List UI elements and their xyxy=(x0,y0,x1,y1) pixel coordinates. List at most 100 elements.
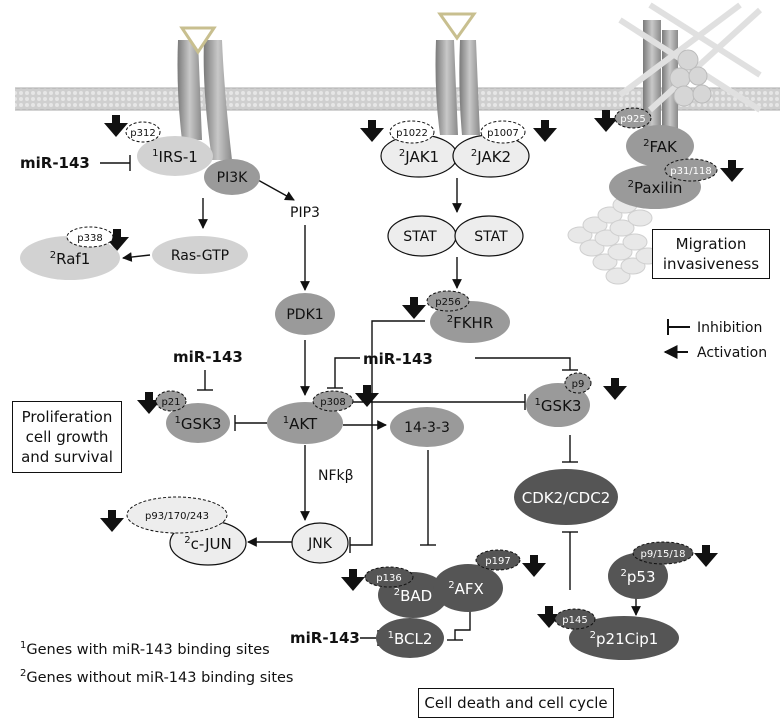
svg-text:p312: p312 xyxy=(130,128,155,139)
svg-text:1IRS-1: 1IRS-1 xyxy=(152,148,198,166)
node-jak1: 2JAK1 xyxy=(380,134,458,178)
mir-label-gsk3: miR-143 xyxy=(173,348,243,366)
label-pip3: PIP3 xyxy=(290,205,320,221)
site-fkhr: p256 xyxy=(426,290,470,312)
site-fak: p925 xyxy=(614,107,652,129)
svg-text:p136: p136 xyxy=(376,573,401,584)
svg-text:2Raf1: 2Raf1 xyxy=(50,250,90,268)
down-arrow-icon xyxy=(104,115,128,137)
integrin-complex xyxy=(567,2,763,285)
down-arrow-icon xyxy=(537,606,561,628)
site-jak2: p1007 xyxy=(480,120,526,144)
svg-text:JNK: JNK xyxy=(307,536,333,552)
svg-text:2JAK2: 2JAK2 xyxy=(471,148,511,166)
site-irs1: p312 xyxy=(125,121,161,143)
svg-text:p308: p308 xyxy=(320,397,345,408)
node-ras-gtp: Ras-GTP xyxy=(152,236,248,274)
node-irs1: 1IRS-1 xyxy=(137,136,213,176)
site-gsk3-right: p9 xyxy=(564,372,592,394)
svg-text:p93/170/243: p93/170/243 xyxy=(145,511,209,522)
svg-text:p9/15/18: p9/15/18 xyxy=(641,549,686,560)
down-arrow-icon xyxy=(105,229,129,251)
svg-text:p197: p197 xyxy=(485,556,510,567)
insulin-receptor xyxy=(177,26,232,160)
ligand-triangle-middle xyxy=(437,12,477,41)
svg-text:PDK1: PDK1 xyxy=(286,307,323,323)
svg-text:2p53: 2p53 xyxy=(621,568,656,586)
svg-text:2FAK: 2FAK xyxy=(643,138,678,156)
down-arrow-icon xyxy=(533,120,557,142)
svg-text:p1007: p1007 xyxy=(487,128,519,139)
down-arrow-icon xyxy=(360,120,384,142)
svg-text:STAT: STAT xyxy=(403,229,437,245)
node-fkhr: 2FKHR xyxy=(430,301,510,343)
mir-label-bcl2: miR-143 xyxy=(290,629,360,647)
down-arrow-icon xyxy=(603,378,627,400)
svg-text:p31/118: p31/118 xyxy=(670,166,712,177)
svg-text:p1022: p1022 xyxy=(396,128,428,139)
ligand-triangle-left xyxy=(179,26,217,55)
svg-text:1AKT: 1AKT xyxy=(283,415,318,433)
node-jnk: JNK xyxy=(291,522,349,564)
svg-text:2AFX: 2AFX xyxy=(448,580,484,598)
svg-text:p9: p9 xyxy=(572,379,585,390)
node-14-3-3: 14-3-3 xyxy=(390,407,464,447)
phospho-sites: p312 p338 p1022 p1007 p925 p31/118 p256 … xyxy=(66,107,718,630)
node-afx: 2AFX xyxy=(433,564,503,612)
edges xyxy=(100,155,641,646)
mir-label-irs1: miR-143 xyxy=(20,154,90,172)
svg-text:STAT: STAT xyxy=(474,229,508,245)
node-pi3k: PI3K xyxy=(204,159,260,195)
site-p53: p9/15/18 xyxy=(632,541,694,565)
label-nfkb: NFkβ xyxy=(318,468,354,484)
mir-label-akt: miR-143 xyxy=(363,350,433,368)
site-akt: p308 xyxy=(312,390,354,412)
svg-text:2BAD: 2BAD xyxy=(394,587,432,605)
svg-text:PI3K: PI3K xyxy=(217,170,248,186)
site-jak1: p1022 xyxy=(389,120,435,144)
svg-text:p21: p21 xyxy=(161,397,180,408)
node-fak: 2FAK xyxy=(626,125,694,167)
footnote-1: 1Genes with miR-143 binding sites xyxy=(20,640,270,658)
svg-text:p256: p256 xyxy=(435,297,460,308)
site-afx: p197 xyxy=(475,549,521,571)
svg-text:p925: p925 xyxy=(620,114,645,125)
node-cdk2-cdc2: CDK2/CDC2 xyxy=(514,469,618,525)
svg-text:p338: p338 xyxy=(77,233,102,244)
legend xyxy=(663,319,690,359)
svg-text:2Paxilin: 2Paxilin xyxy=(628,179,683,197)
legend-inhibition: Inhibition xyxy=(697,320,762,336)
node-gsk3-left: 1GSK3 xyxy=(166,403,230,443)
down-arrow-icon xyxy=(100,510,124,532)
actin-filaments xyxy=(567,196,661,285)
svg-text:2FKHR: 2FKHR xyxy=(447,314,494,332)
node-p21cip1: 2p21Cip1 xyxy=(569,616,679,660)
node-gsk3-right: 1GSK3 xyxy=(526,383,590,427)
node-akt: 1AKT xyxy=(267,402,343,444)
footnote-2: 2Genes without miR-143 binding sites xyxy=(20,668,294,686)
down-arrow-icon xyxy=(137,392,161,414)
down-arrow-icon xyxy=(355,385,379,407)
svg-text:CDK2/CDC2: CDK2/CDC2 xyxy=(522,489,611,507)
svg-text:Ras-GTP: Ras-GTP xyxy=(171,248,229,264)
site-raf1: p338 xyxy=(66,226,114,248)
site-p21cip1: p145 xyxy=(554,608,596,630)
site-paxilin: p31/118 xyxy=(664,158,718,182)
svg-text:1GSK3: 1GSK3 xyxy=(535,397,582,415)
node-bcl2: 1BCL2 xyxy=(376,618,444,658)
node-stat-2: STAT xyxy=(454,215,524,257)
node-pdk1: PDK1 xyxy=(275,293,335,335)
node-p53: 2p53 xyxy=(608,553,668,599)
site-c-jun: p93/170/243 xyxy=(126,496,228,534)
down-arrow-icons xyxy=(100,110,744,628)
svg-text:1GSK3: 1GSK3 xyxy=(175,415,222,433)
svg-text:14-3-3: 14-3-3 xyxy=(404,420,450,436)
cell-death-box: Cell death and cell cycle xyxy=(418,688,614,718)
down-arrow-icon xyxy=(694,545,718,567)
down-arrow-icon xyxy=(522,555,546,577)
site-bad: p136 xyxy=(364,566,414,588)
svg-text:1BCL2: 1BCL2 xyxy=(388,630,433,648)
node-jak2: 2JAK2 xyxy=(452,134,530,178)
